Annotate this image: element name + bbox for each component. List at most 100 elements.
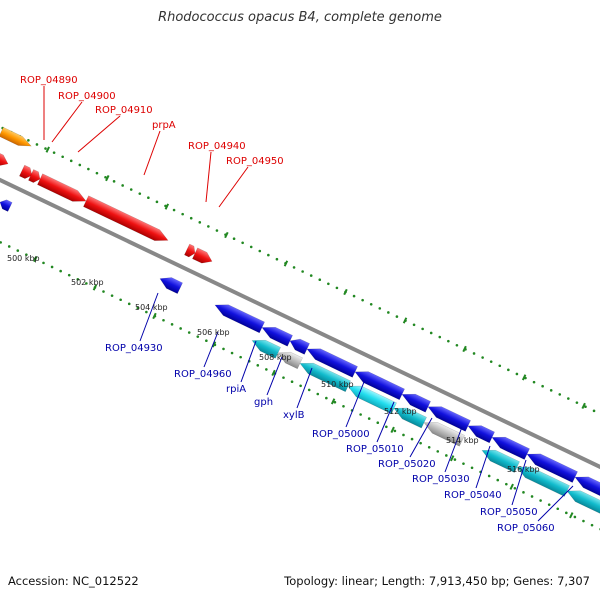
leader-line <box>475 445 491 489</box>
scale-dot <box>282 376 285 379</box>
scale-dot <box>256 364 260 367</box>
scale-label: 508 kbp <box>259 353 292 362</box>
scale-dot <box>307 388 311 392</box>
reverse-gene-label[interactable]: ROP_05030 <box>412 474 470 485</box>
forward-gene-label[interactable]: prpA <box>152 120 176 131</box>
scale-dot <box>359 413 362 416</box>
reverse-gene-label[interactable]: ROP_05040 <box>444 490 502 501</box>
scale-dot <box>447 339 450 343</box>
gene-rop-04890[interactable] <box>19 164 34 181</box>
scale-dot <box>170 323 174 326</box>
reverse-gene-label[interactable]: ROP_04960 <box>174 369 232 380</box>
gene-rpiA[interactable] <box>259 322 293 347</box>
cds-grey-1[interactable] <box>275 347 303 370</box>
major-tick <box>330 398 336 405</box>
major-tick <box>271 369 276 377</box>
gene-rop-05060[interactable] <box>572 472 600 505</box>
forward-gene-label[interactable]: ROP_04900 <box>58 91 116 102</box>
leader-line <box>266 356 283 396</box>
gene-rop-04910[interactable] <box>37 173 88 207</box>
leader-line <box>218 166 249 208</box>
scale-dot <box>567 397 570 400</box>
scale-dot <box>138 192 142 195</box>
gene-rop-05020[interactable] <box>425 401 471 432</box>
scale-dot <box>35 143 39 146</box>
gene-rop-04950[interactable] <box>192 247 214 267</box>
forward-gene-label[interactable]: ROP_04950 <box>226 156 284 167</box>
scale-dot <box>438 335 442 339</box>
cds-cyan-2[interactable] <box>297 358 351 393</box>
scale-dot <box>275 257 279 261</box>
cds-cyan-5[interactable] <box>479 445 520 473</box>
scale-dot <box>299 384 302 388</box>
scale-dot <box>496 478 500 482</box>
reverse-gene-label[interactable]: ROP_05060 <box>497 523 555 534</box>
leader-line <box>409 417 433 458</box>
scale-dot <box>481 356 484 359</box>
cds-cyan-1[interactable] <box>249 335 281 359</box>
gene-rop-04900[interactable] <box>28 169 42 184</box>
scale-dot <box>429 331 433 335</box>
gene-xylB[interactable] <box>304 344 358 378</box>
scale-dot <box>61 155 64 159</box>
scale-label: 502 kbp <box>71 278 104 287</box>
scale-dot <box>385 425 388 429</box>
gene-rop-04960[interactable] <box>212 300 265 334</box>
cds-cyan-4[interactable] <box>391 403 427 429</box>
reverse-gene-label[interactable]: ROP_05050 <box>480 507 538 518</box>
scale-dot <box>241 241 244 245</box>
scale-dot <box>427 445 431 449</box>
forward-gene-label[interactable]: ROP_04910 <box>95 105 153 116</box>
reverse-gene-label[interactable]: ROP_05020 <box>378 459 436 470</box>
scale-dot <box>207 225 210 228</box>
scale-dot <box>436 450 440 453</box>
gene-prpA[interactable] <box>83 195 170 246</box>
gene-rop-04880[interactable] <box>0 150 11 169</box>
leader-line <box>51 101 83 143</box>
cds-cyan-7[interactable] <box>564 486 600 523</box>
scale-dot <box>258 249 262 253</box>
scale-dot <box>7 245 11 248</box>
scale-dot <box>335 286 339 290</box>
scale-dot <box>316 392 320 396</box>
reverse-gene-label[interactable]: gph <box>254 397 273 408</box>
gene-gph[interactable] <box>287 335 310 355</box>
scale-label: 504 kbp <box>135 303 168 312</box>
scale-label: 512 kbp <box>384 407 417 416</box>
scale-dot <box>421 327 424 331</box>
forward-gene-label[interactable]: ROP_04890 <box>20 75 78 86</box>
scale-dot <box>76 277 80 281</box>
gene-rop-04920[interactable] <box>0 198 13 212</box>
scale-dot <box>145 310 148 314</box>
reverse-gene-label[interactable]: ROP_05000 <box>312 429 370 440</box>
reverse-gene-label[interactable]: ROP_05010 <box>346 444 404 455</box>
scale-dot <box>27 139 30 142</box>
reverse-gene-label[interactable]: rpiA <box>226 384 246 395</box>
scale-label: 510 kbp <box>321 380 354 389</box>
scale-dot <box>42 261 45 265</box>
forward-gene-label[interactable]: ROP_04940 <box>188 141 246 152</box>
leader-line <box>205 151 212 203</box>
scale-dot <box>539 499 542 502</box>
scale-dot <box>590 523 594 527</box>
gene-rop-05010[interactable] <box>399 389 431 413</box>
gene-rop-05030[interactable] <box>465 421 495 444</box>
gene-rop-05050[interactable] <box>524 449 578 483</box>
gene-rop-04930[interactable] <box>157 273 183 294</box>
scale-dot <box>361 298 364 302</box>
reverse-gene-label[interactable]: ROP_04930 <box>105 343 163 354</box>
gene-rop-04940[interactable] <box>184 243 197 259</box>
scale-dot <box>127 302 131 306</box>
gene-orange[interactable] <box>0 126 33 150</box>
leader-line <box>376 401 395 443</box>
cds-cyan-6[interactable] <box>514 462 570 497</box>
gene-rop-05040[interactable] <box>489 432 530 460</box>
reverse-gene-label[interactable]: xylB <box>283 410 305 421</box>
scale-dot <box>402 433 405 437</box>
scale-dot <box>327 282 330 286</box>
scale-dot <box>558 393 562 396</box>
scale-dot <box>102 290 105 293</box>
gene-rop-05000[interactable] <box>352 366 405 401</box>
major-tick <box>581 402 586 410</box>
